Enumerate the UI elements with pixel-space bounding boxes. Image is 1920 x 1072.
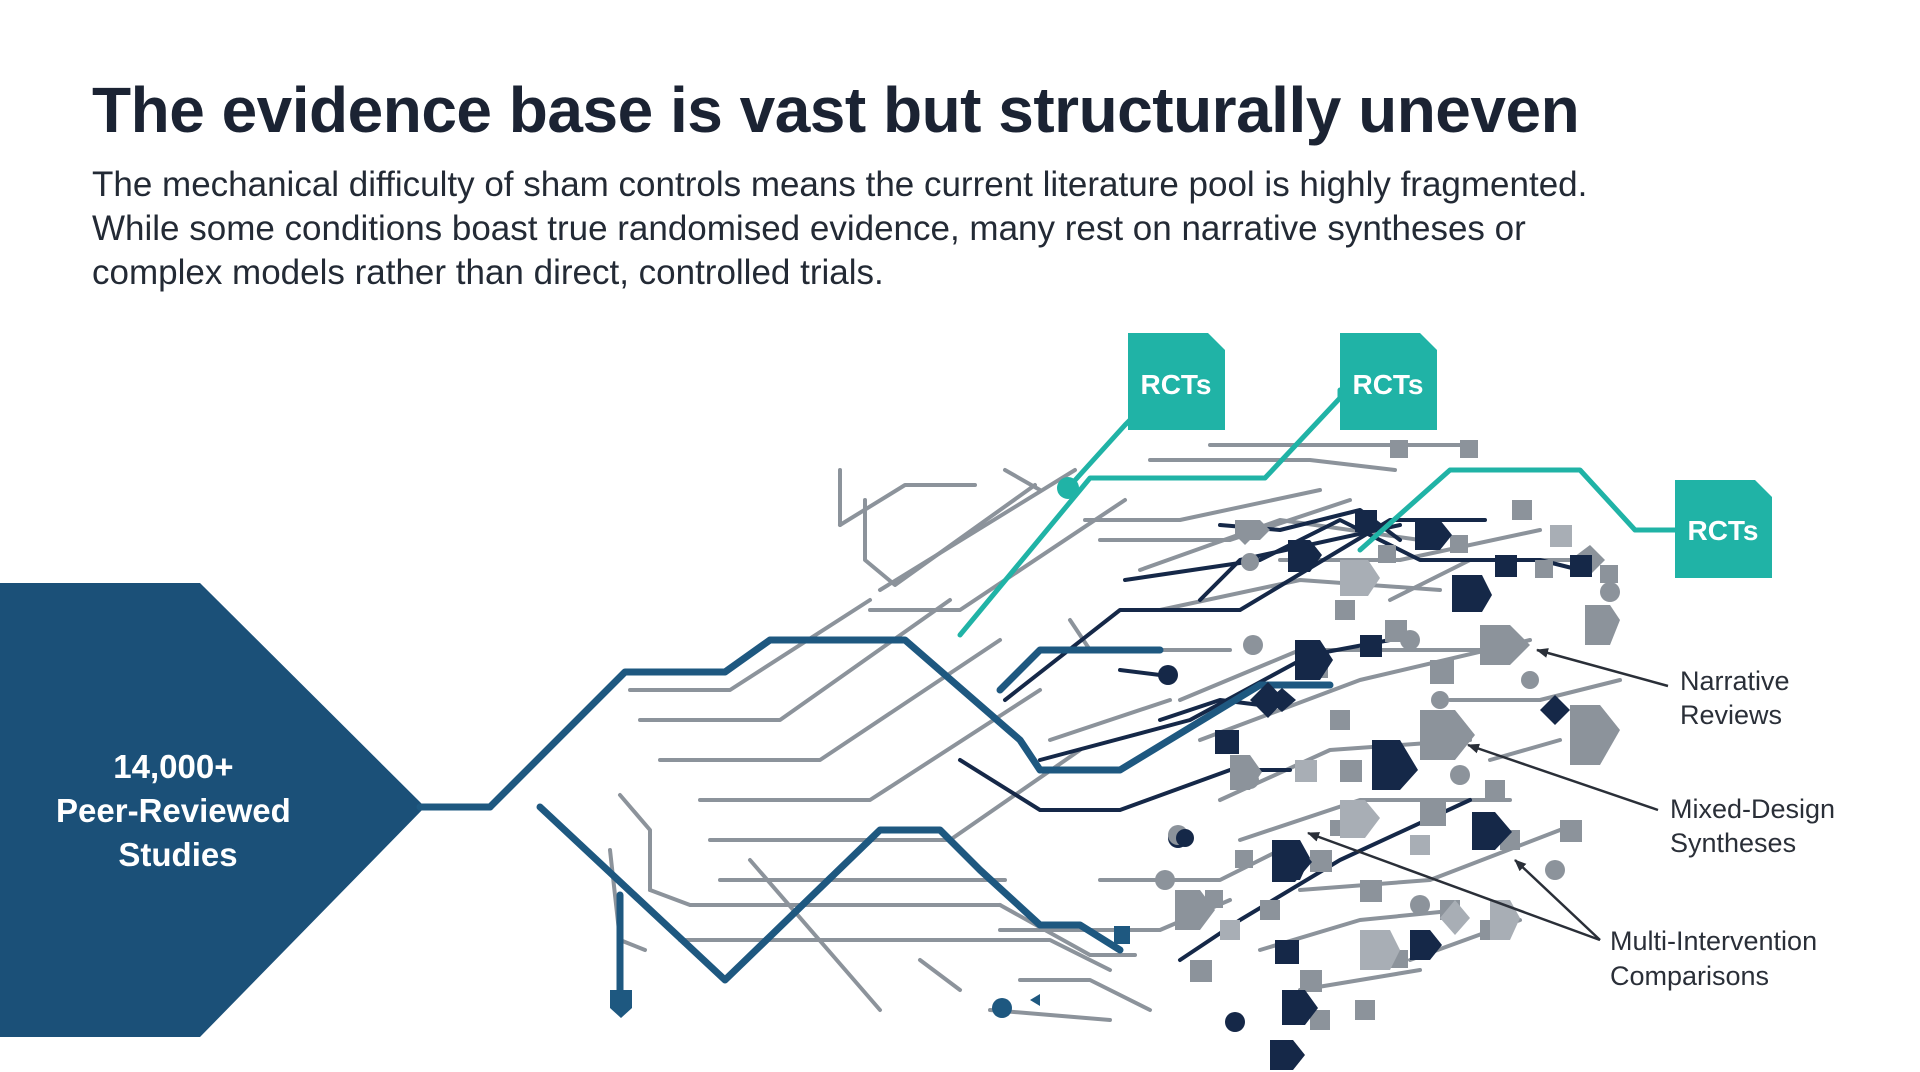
subtitle-line: The mechanical difficulty of sham contro… — [92, 165, 1588, 204]
callout-label-line: Comparisons — [1610, 961, 1769, 991]
callout-narrative-reviews: Narrative Reviews — [1536, 648, 1797, 730]
callout-label: Mixed-Design Syntheses — [1670, 794, 1843, 858]
hub-shape — [0, 583, 425, 1037]
callout-mixed-design-syntheses: Mixed-Design Syntheses — [1467, 743, 1843, 858]
callout-label-line: Mixed-Design — [1670, 794, 1835, 824]
rct-badge: RCTs — [1340, 333, 1437, 430]
callout-multi-intervention-comparisons: Multi-Intervention Comparisons — [1307, 831, 1825, 991]
callout-label-line: Reviews — [1680, 700, 1782, 730]
rct-badge-label: RCTs — [1687, 515, 1758, 546]
hub-label: 14,000+ Peer-Reviewed Studies — [56, 748, 300, 873]
callout-label-line: Narrative — [1680, 666, 1790, 696]
hub-label-line: 14,000+ — [113, 748, 233, 785]
subtitle-line: complex models rather than direct, contr… — [92, 253, 884, 292]
page-subtitle: The mechanical difficulty of sham contro… — [92, 163, 1812, 295]
main-trunk — [416, 636, 1334, 994]
rct-badge: RCTs — [1128, 333, 1225, 430]
rct-badge-label: RCTs — [1352, 369, 1423, 400]
rct-badge: RCTs — [1675, 480, 1772, 578]
hub-label-line: Peer-Reviewed — [56, 792, 291, 829]
node-cluster — [610, 440, 1620, 1070]
navy-traces — [958, 508, 1582, 962]
page-title: The evidence base is vast but structural… — [92, 74, 1580, 146]
hub-label-line: Studies — [118, 836, 237, 873]
subtitle-line: While some conditions boast true randomi… — [92, 209, 1526, 248]
callout-label-line: Syntheses — [1670, 828, 1796, 858]
callout-label: Multi-Intervention Comparisons — [1610, 926, 1825, 991]
callout-label-line: Multi-Intervention — [1610, 926, 1817, 956]
rct-badge-label: RCTs — [1140, 369, 1211, 400]
callout-label: Narrative Reviews — [1680, 666, 1797, 730]
